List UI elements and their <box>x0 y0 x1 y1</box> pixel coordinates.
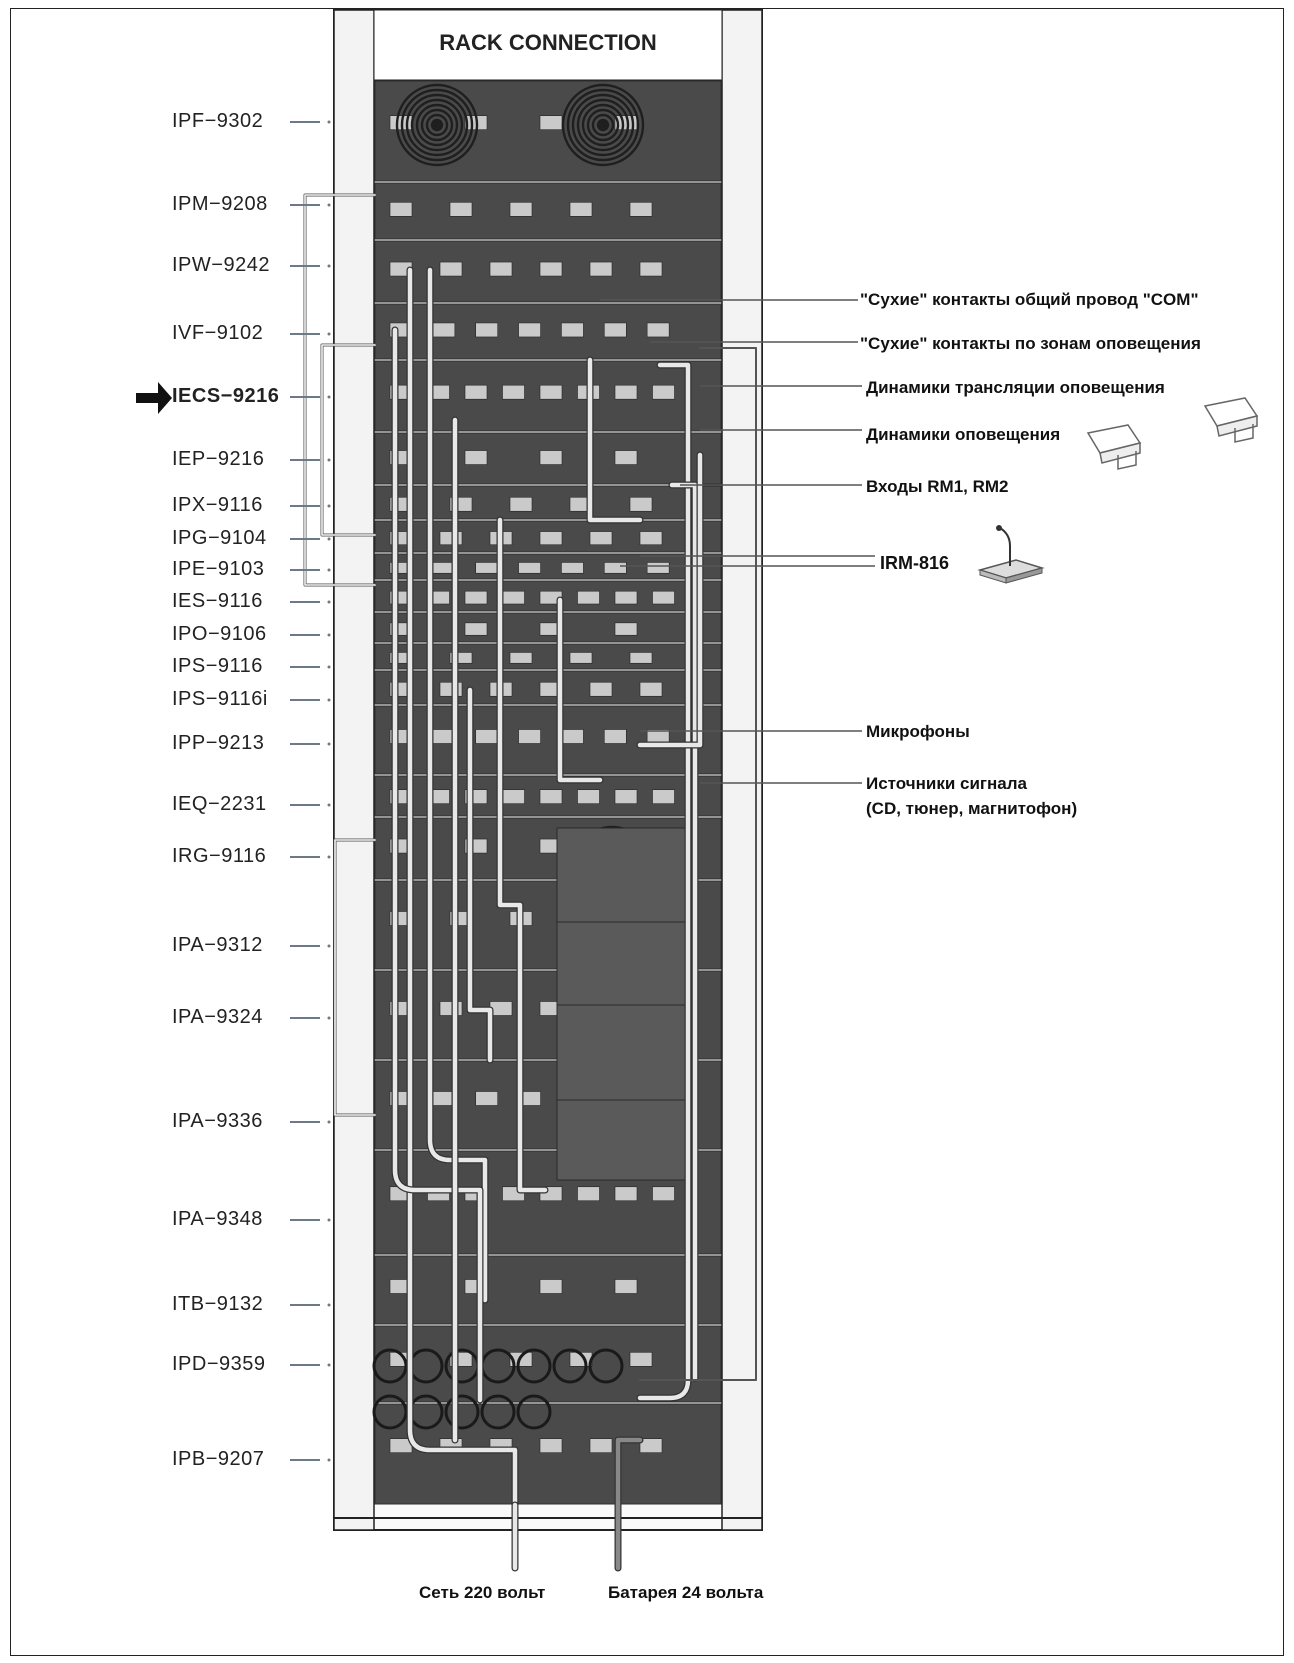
label-leader <box>290 803 331 807</box>
callout-battery: Батарея 24 вольта <box>608 1583 764 1602</box>
device-label: IRG−9116 <box>172 845 267 867</box>
cable <box>557 597 603 783</box>
label-leader <box>290 633 331 637</box>
label-leader <box>290 458 331 462</box>
label-leader <box>290 1458 331 1462</box>
device-label: IPF−9302 <box>172 110 264 132</box>
label-leader <box>290 1303 331 1307</box>
label-leader <box>290 332 331 336</box>
device-label: IPE−9103 <box>172 558 265 580</box>
rack-unit-panel <box>374 182 722 240</box>
cable <box>637 452 703 748</box>
callout-dry-com: "Сухие" контакты общий провод "COM" <box>860 290 1199 309</box>
speaker-icon <box>1203 397 1259 443</box>
label-leaders <box>290 120 331 1462</box>
speaker-icon <box>1086 424 1142 470</box>
cable <box>321 344 376 536</box>
highlight-arrow-icon <box>136 382 172 414</box>
device-label: IPG−9104 <box>172 527 267 549</box>
device-label: IPX−9116 <box>172 494 263 516</box>
label-leader <box>290 395 331 399</box>
callout-lines <box>600 299 875 784</box>
device-label: IECS−9216 <box>172 385 280 407</box>
fan-housing <box>556 921 688 1011</box>
device-label: ITB−9132 <box>172 1293 264 1315</box>
label-leader <box>290 1016 331 1020</box>
label-leader <box>290 1218 331 1222</box>
cable <box>467 687 493 1063</box>
device-label: IEP−9216 <box>172 448 265 470</box>
device-label: IPS−9116 <box>172 655 263 677</box>
callout-inputs-rm: Входы RM1, RM2 <box>866 477 1009 496</box>
callout-sources-line1: Источники сигнала <box>866 774 1027 793</box>
diagram-frame <box>10 8 1284 1656</box>
callout-dry-zones: "Сухие" контакты по зонам оповещения <box>860 334 1201 353</box>
callout-speakers-broadcast: Динамики трансляции оповещения <box>866 378 1165 397</box>
fan-icon <box>561 83 645 167</box>
callout-speakers-alert: Динамики оповещения <box>866 425 1061 444</box>
label-leader <box>290 944 331 948</box>
diagram-title: RACK CONNECTION <box>439 30 657 55</box>
title-box <box>373 9 723 81</box>
cable <box>304 194 376 586</box>
device-label: IPS−9116i <box>172 688 268 710</box>
label-leader <box>290 537 331 541</box>
rack-left-rail <box>333 9 375 1531</box>
microphone-console-icon <box>977 525 1045 584</box>
label-leader <box>290 698 331 702</box>
label-leader <box>290 855 331 859</box>
callout-microphones: Микрофоны <box>866 722 970 741</box>
device-label: IPA−9336 <box>172 1110 263 1132</box>
label-leader <box>290 120 331 124</box>
cable <box>427 267 488 1303</box>
rack-unit-panel <box>374 1325 722 1403</box>
device-label: IPO−9106 <box>172 623 267 645</box>
cable <box>639 347 757 1381</box>
device-label: IPB−9207 <box>172 1448 265 1470</box>
rack-unit-panel <box>374 1255 722 1325</box>
device-label: IPD−9359 <box>172 1353 266 1375</box>
label-leader <box>290 600 331 604</box>
fan-housing <box>556 827 688 924</box>
device-label: IVF−9102 <box>172 322 264 344</box>
device-panels <box>372 80 722 1505</box>
label-leader <box>290 264 331 268</box>
battery-cable <box>615 1437 643 1571</box>
callout-irm: IRM-816 <box>880 553 950 573</box>
label-leader <box>290 742 331 746</box>
cable <box>407 267 518 1568</box>
cable <box>497 517 548 1193</box>
device-label: IPW−9242 <box>172 254 270 276</box>
device-label: IPP−9213 <box>172 732 265 754</box>
cable <box>392 327 483 1403</box>
fan-housing <box>556 1099 688 1181</box>
cable <box>587 357 643 523</box>
label-leader <box>290 1120 331 1124</box>
callout-mains: Сеть 220 вольт <box>419 1583 546 1602</box>
device-label: IPA−9312 <box>172 934 263 956</box>
device-label: IES−9116 <box>172 590 263 612</box>
cable <box>334 839 376 1116</box>
label-leader <box>290 504 331 508</box>
label-leader <box>290 568 331 572</box>
fan-housing <box>556 1004 688 1101</box>
device-label: IPM−9208 <box>172 193 268 215</box>
label-leader <box>290 203 331 207</box>
label-leader <box>290 1363 331 1367</box>
device-label: IPA−9348 <box>172 1208 263 1230</box>
fan-icon <box>395 83 479 167</box>
device-label: IPA−9324 <box>172 1006 263 1028</box>
cables <box>303 193 757 1572</box>
label-leader <box>290 665 331 669</box>
device-label: IEQ−2231 <box>172 793 267 815</box>
callout-sources-line2: (CD, тюнер, магнитофон) <box>866 799 1078 818</box>
